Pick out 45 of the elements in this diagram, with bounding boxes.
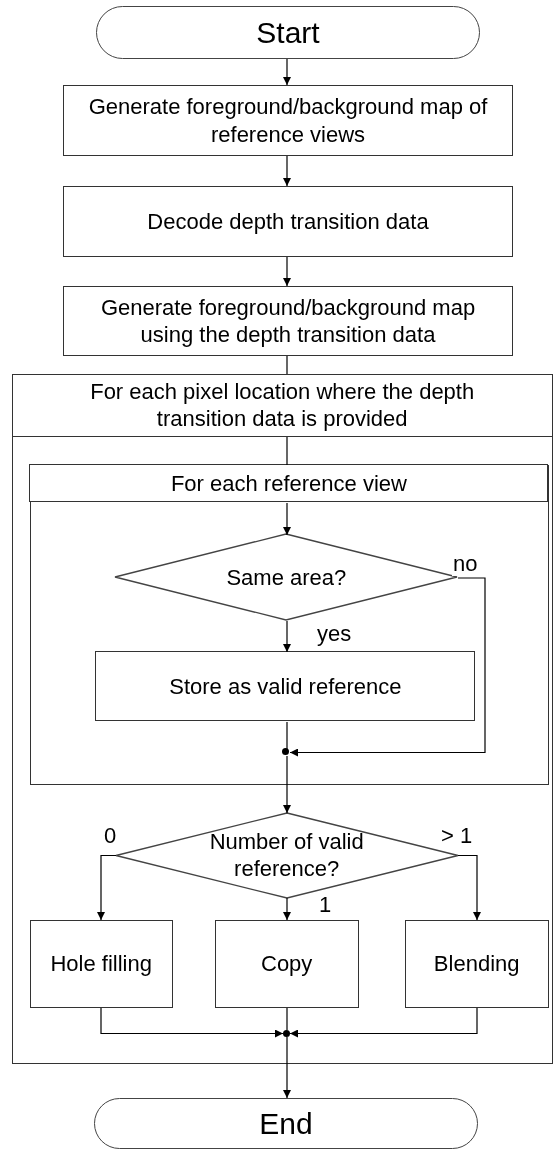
junction-dot: [282, 1029, 290, 1037]
connector-line: [286, 721, 288, 750]
connector-line: [283, 620, 291, 653]
connector-line: [289, 577, 486, 757]
connector-line: [283, 58, 291, 86]
node-label: Store as valid reference: [169, 672, 402, 701]
connector-line: [283, 502, 291, 536]
loop-frame: [29, 464, 549, 785]
loop-frame: [12, 374, 553, 1064]
process-box: [214, 919, 359, 1008]
node-label: Decode depth transition data: [147, 207, 429, 236]
node-label: Generate foreground/background map using the depth transition data: [99, 293, 477, 349]
node-label: For each reference view: [170, 469, 407, 498]
node-label: For each pixel location where the depth transition data is provided: [89, 377, 476, 433]
node-label: End: [259, 1105, 313, 1142]
connector-line: [283, 755, 291, 814]
decision-diamond: [115, 812, 458, 898]
connector-line: [283, 897, 291, 921]
node-label: Copy: [261, 949, 313, 978]
connector-line: [283, 1036, 291, 1099]
terminator-shape: [94, 1098, 478, 1149]
connector-line: [283, 256, 291, 287]
process-box: [63, 85, 513, 156]
terminator-shape: [96, 6, 480, 59]
connector-line: [289, 1007, 478, 1038]
connector-line: [286, 355, 288, 375]
node-label: Blending: [433, 949, 520, 978]
connector-line: [283, 155, 291, 187]
process-box: [63, 186, 513, 257]
node-label: Start: [256, 14, 320, 51]
loop-heading-band: [29, 464, 549, 503]
process-box: [95, 651, 476, 722]
process-box: [63, 286, 513, 356]
node-label: Hole filling: [50, 949, 152, 978]
node-label: Number of valid reference?: [208, 827, 365, 883]
connector-line: [286, 1007, 288, 1031]
process-box: [29, 919, 173, 1008]
process-box: [404, 919, 549, 1008]
connector-line: [286, 436, 288, 466]
node-label: Generate foreground/background map of reference views: [87, 93, 489, 148]
connector-line: [457, 854, 481, 921]
connector-line: [97, 854, 117, 921]
connector-line: [100, 1007, 284, 1038]
junction-dot: [282, 748, 290, 756]
node-label: Same area?: [226, 563, 347, 592]
